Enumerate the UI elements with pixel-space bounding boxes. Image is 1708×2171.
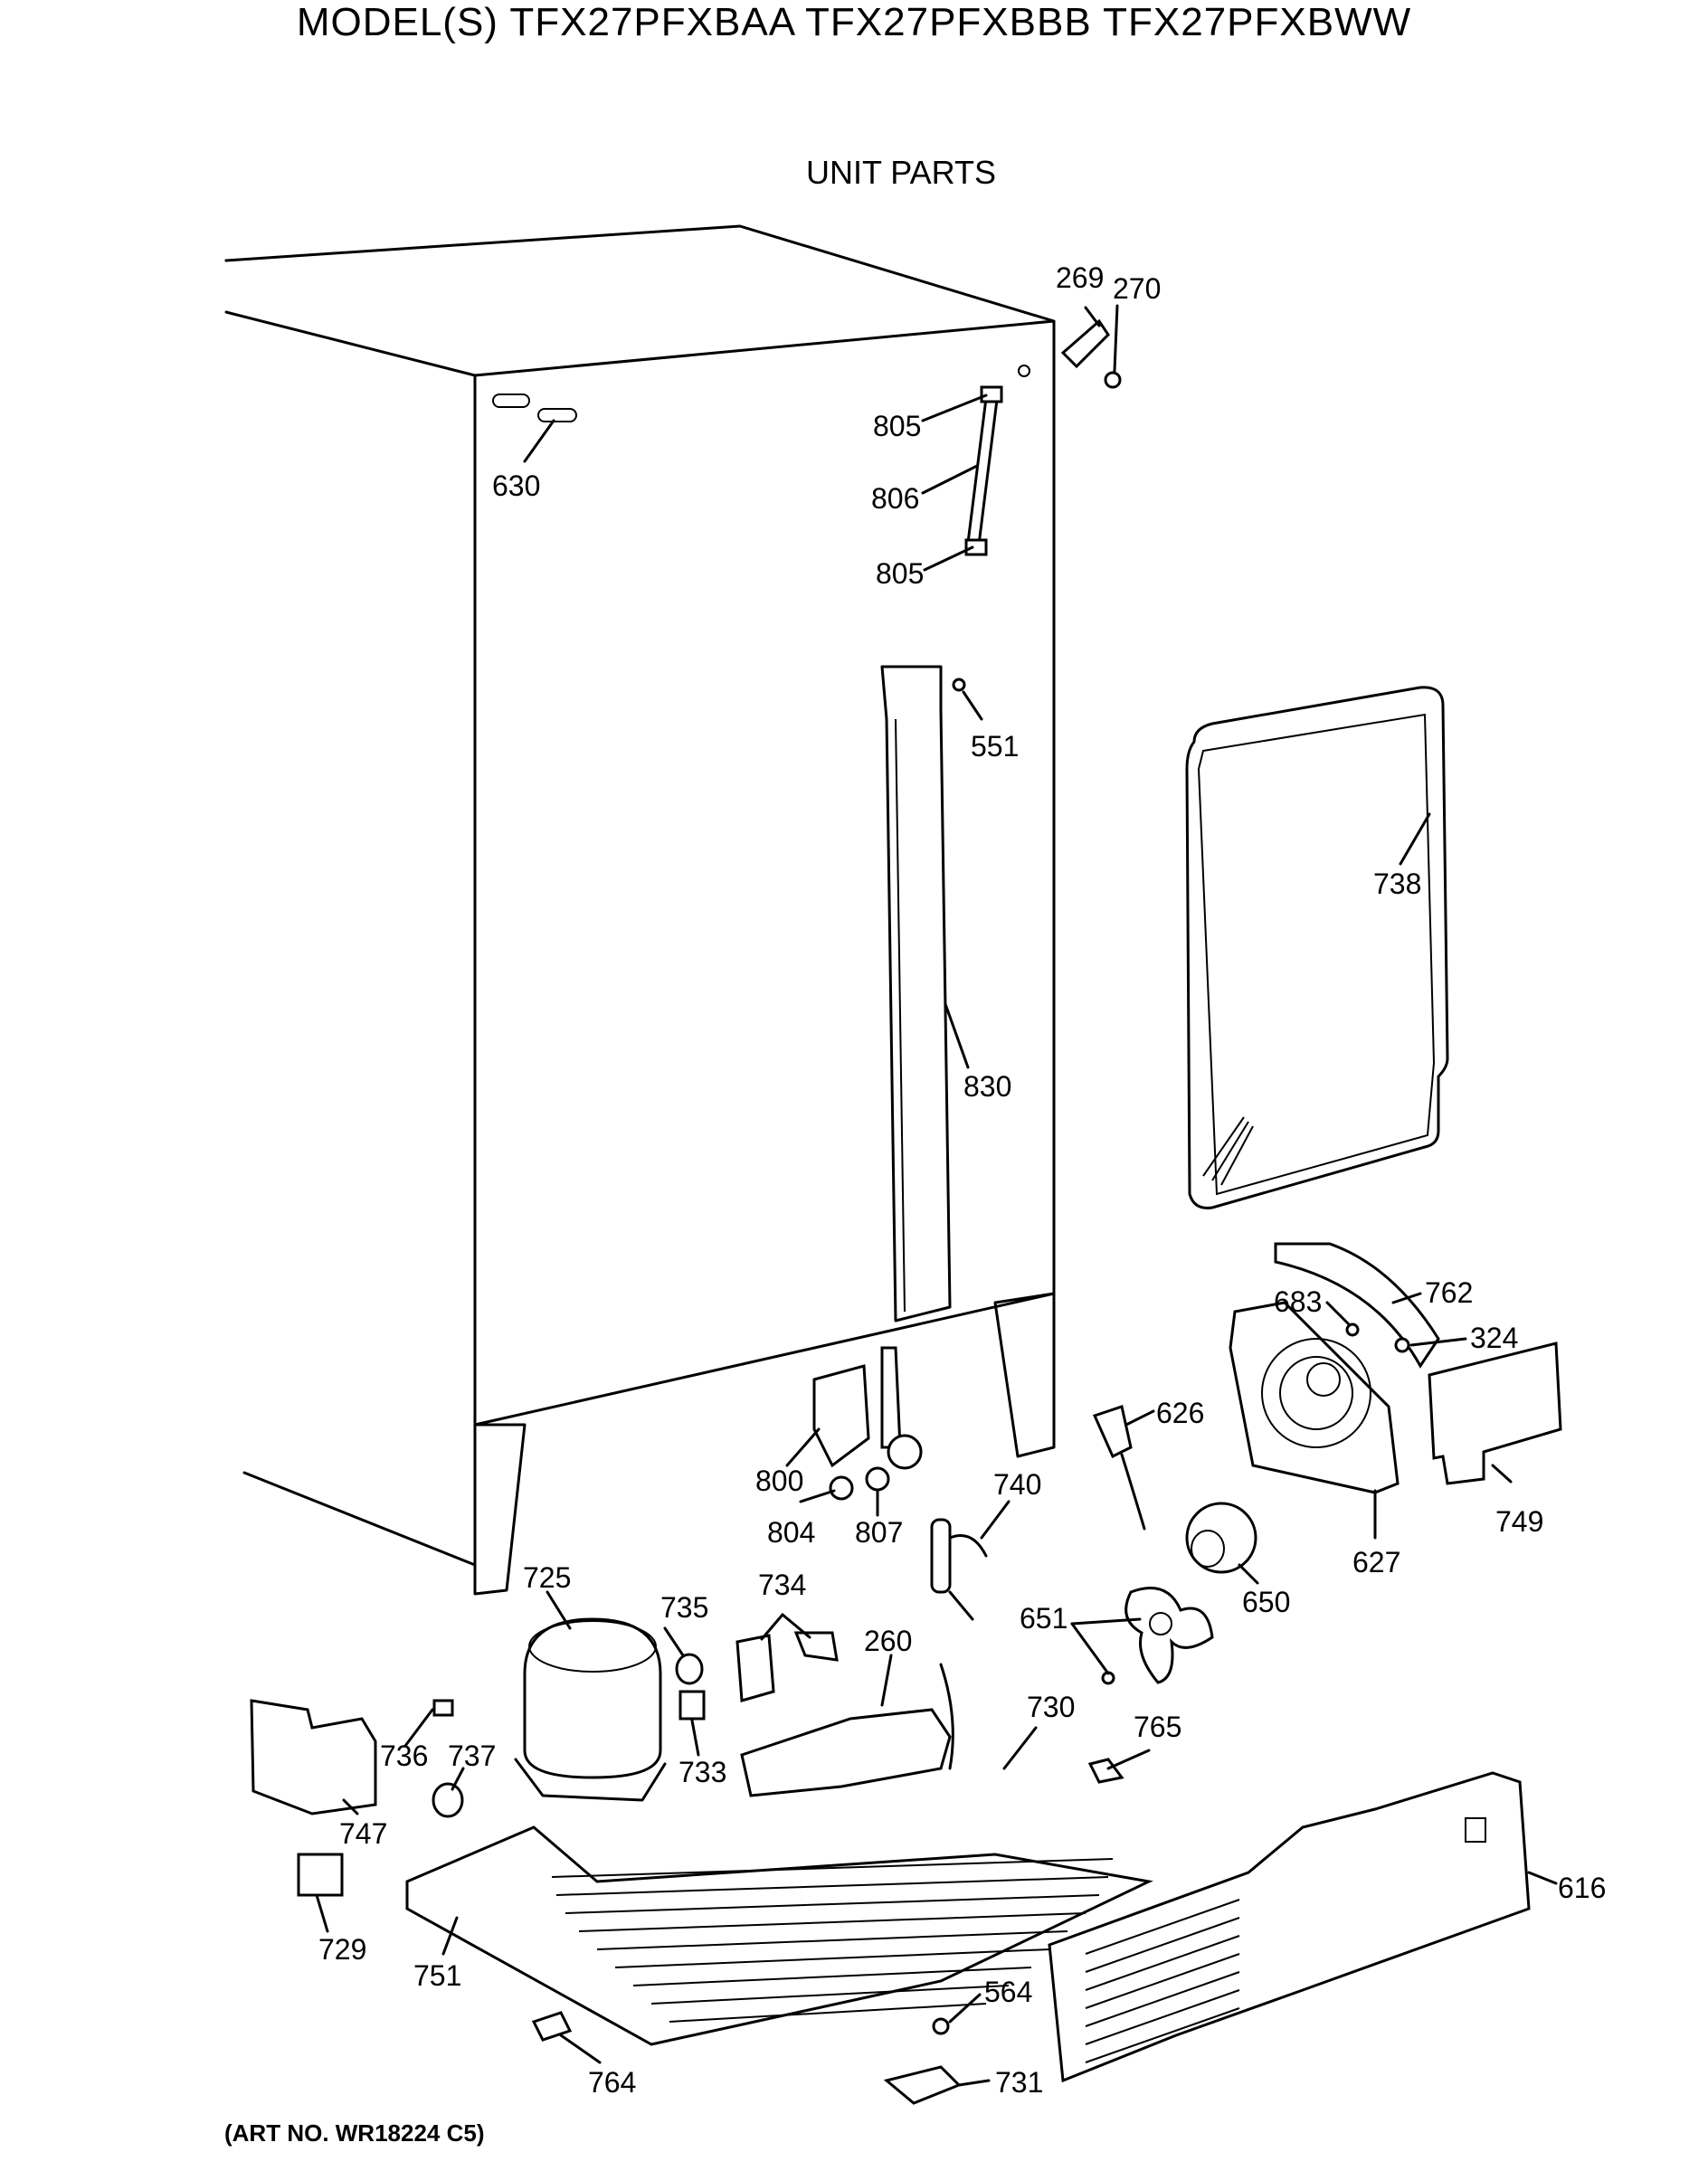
callout-564: 564 — [984, 1976, 1032, 2008]
cabinet-slot — [537, 408, 577, 422]
callout-735: 735 — [660, 1591, 708, 1624]
callout-616: 616 — [1558, 1872, 1606, 1904]
part-731-bracket — [883, 2065, 962, 2105]
part-725-compressor — [514, 1617, 667, 1802]
callout-551: 551 — [971, 730, 1019, 763]
cabinet-slot — [492, 393, 530, 408]
part-764-clip — [531, 2011, 573, 2042]
callout-800: 800 — [755, 1465, 803, 1497]
part-830-channel — [880, 665, 952, 1323]
callout-324: 324 — [1470, 1322, 1518, 1354]
part-551-screw — [952, 678, 966, 692]
callout-733: 733 — [678, 1756, 726, 1788]
diagram-subtitle: UNIT PARTS — [805, 154, 997, 191]
part-733-relay — [678, 1690, 706, 1721]
part-650-fan-motor — [1185, 1502, 1257, 1574]
callout-807: 807 — [855, 1516, 903, 1549]
callout-751: 751 — [413, 1959, 461, 1992]
part-751-base-with-730-coil — [405, 1663, 1153, 2046]
part-564-screw — [932, 2017, 950, 2035]
diagram-title: MODEL(S) TFX27PFXBAA TFX27PFXBBB TFX27PF… — [296, 0, 1412, 44]
callout-805-bottom: 805 — [876, 557, 924, 590]
part-749-cover-plate — [1428, 1341, 1562, 1485]
cabinet-hole — [1018, 365, 1030, 377]
callout-651: 651 — [1020, 1602, 1068, 1635]
part-738-condenser-loop — [1185, 686, 1449, 1209]
refrigerator-cabinet — [224, 224, 1056, 1596]
art-number: (ART NO. WR18224 C5) — [224, 2119, 485, 2147]
part-805-clamp-top — [980, 385, 1003, 403]
callout-725: 725 — [523, 1561, 571, 1594]
callout-749: 749 — [1495, 1505, 1543, 1538]
callout-729: 729 — [318, 1933, 366, 1966]
part-734-overload — [735, 1631, 839, 1702]
part-729-capacitor — [297, 1853, 344, 1897]
part-805-clamp-bottom — [964, 538, 988, 556]
part-627-fan-shroud — [1229, 1301, 1400, 1494]
part-737-grommet — [432, 1782, 464, 1818]
callout-683: 683 — [1274, 1285, 1322, 1318]
leader-lines — [315, 304, 1558, 2087]
part-806-tube — [964, 385, 1003, 556]
callout-804: 804 — [767, 1516, 815, 1549]
callout-270: 270 — [1113, 272, 1161, 305]
callout-627: 627 — [1352, 1546, 1400, 1578]
part-735-grommet — [675, 1653, 704, 1685]
part-269-bracket — [1060, 318, 1122, 389]
callout-740: 740 — [993, 1468, 1041, 1501]
callout-626: 626 — [1156, 1397, 1204, 1429]
part-747-cover — [250, 1699, 377, 1815]
part-616-grille-panel — [1048, 1771, 1531, 2083]
callout-764: 764 — [588, 2066, 636, 2099]
part-804-ball — [829, 1475, 854, 1501]
callout-747: 747 — [339, 1817, 387, 1850]
callout-269: 269 — [1056, 261, 1104, 294]
callout-730: 730 — [1027, 1691, 1075, 1723]
part-324-screw — [1394, 1337, 1410, 1353]
part-740-thermistor — [930, 1518, 988, 1621]
part-800-water-valve — [812, 1346, 923, 1501]
callout-830: 830 — [963, 1070, 1011, 1103]
part-736-clip — [432, 1699, 454, 1717]
part-762-strip — [1274, 1242, 1440, 1369]
callout-765: 765 — [1134, 1711, 1181, 1743]
callout-737: 737 — [448, 1740, 496, 1772]
callout-731: 731 — [995, 2066, 1043, 2099]
callout-650: 650 — [1242, 1586, 1290, 1618]
callout-736: 736 — [380, 1740, 428, 1772]
callout-630: 630 — [492, 469, 540, 502]
part-651-fan-blade — [1101, 1587, 1214, 1685]
part-260-drain-pan — [740, 1708, 952, 1797]
callout-734: 734 — [758, 1569, 806, 1601]
part-270-screw — [1104, 371, 1122, 389]
part-683-screw — [1345, 1323, 1360, 1337]
callout-738: 738 — [1373, 867, 1421, 900]
callout-806: 806 — [871, 482, 919, 515]
callout-805-top: 805 — [873, 410, 921, 442]
part-765-clip — [1087, 1758, 1124, 1784]
part-807-ball — [865, 1466, 890, 1492]
callout-labels: 269 270 805 806 805 630 551 738 830 762 … — [318, 261, 1606, 2099]
callout-762: 762 — [1425, 1276, 1473, 1309]
part-626-cord — [1092, 1405, 1146, 1531]
callout-260: 260 — [864, 1625, 912, 1657]
